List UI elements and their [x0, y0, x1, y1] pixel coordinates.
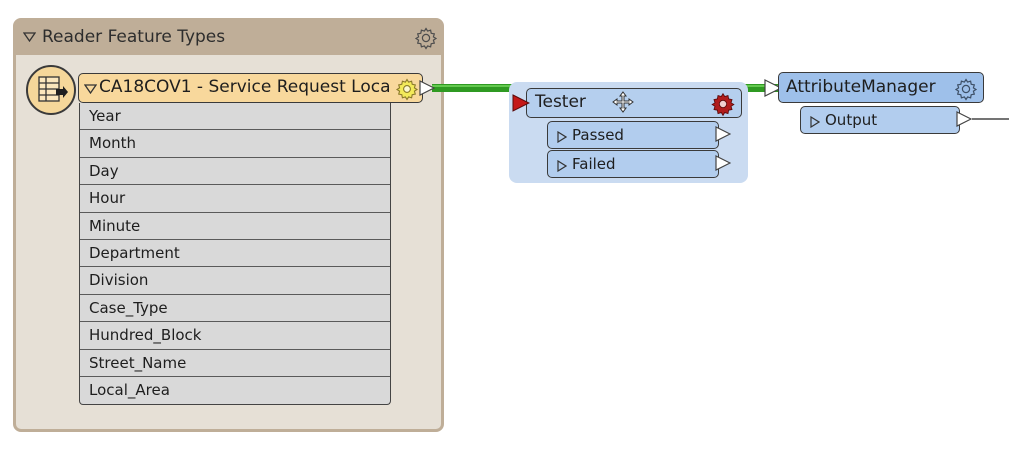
attributemanager-title: AttributeManager — [786, 77, 936, 97]
tester-failed-port[interactable]: Failed — [547, 150, 719, 178]
port-label-failed: Failed — [572, 155, 616, 173]
move-cursor-icon — [612, 91, 634, 113]
reader-feature-type-title: CA18COV1 - Service Request Loca — [99, 77, 391, 97]
expand-triangle-icon[interactable] — [557, 160, 567, 172]
attribute-row[interactable]: Local_Area — [89, 380, 170, 399]
expand-triangle-icon[interactable] — [557, 131, 567, 143]
collapse-triangle-icon[interactable] — [23, 32, 36, 42]
attribute-row[interactable]: Hundred_Block — [80, 322, 390, 350]
attribute-row[interactable]: Day — [80, 158, 390, 186]
gear-icon[interactable] — [414, 26, 438, 50]
gear-icon[interactable] — [954, 77, 978, 101]
output-arrow[interactable] — [956, 111, 972, 127]
bookmark-header[interactable]: Reader Feature Types — [16, 21, 441, 55]
tester-title: Tester — [535, 92, 586, 112]
attribute-row[interactable]: Case_Type — [80, 295, 390, 323]
tester-input-port[interactable] — [512, 94, 530, 112]
tester-passed-port[interactable]: Passed — [547, 121, 719, 149]
attribute-row[interactable]: Street_Name — [80, 350, 390, 377]
tester-transformer-header[interactable]: Tester — [526, 88, 742, 118]
attribute-row[interactable]: Minute — [80, 213, 390, 240]
attribute-row[interactable]: Department — [80, 240, 390, 268]
attributemanager-header[interactable]: AttributeManager — [778, 72, 984, 103]
port-label-output: Output — [825, 111, 878, 129]
attribute-row[interactable]: Hour — [80, 185, 390, 213]
attribute-row[interactable]: Year — [80, 103, 390, 131]
attribute-row[interactable]: Division — [80, 267, 390, 295]
reader-attribute-list: Year Month Day Hour Minute Department Di… — [79, 103, 391, 405]
failed-output-arrow[interactable] — [715, 155, 731, 171]
collapse-triangle-icon[interactable] — [84, 84, 97, 94]
gear-icon[interactable] — [395, 77, 419, 101]
port-label-passed: Passed — [572, 126, 624, 144]
reader-feature-type-header[interactable]: CA18COV1 - Service Request Loca — [78, 73, 423, 103]
attributemanager-output-port[interactable]: Output — [800, 106, 960, 134]
reader-output-port[interactable] — [419, 80, 435, 96]
table-reader-icon — [38, 76, 68, 102]
gear-icon[interactable] — [710, 91, 736, 117]
reader-badge[interactable] — [26, 65, 76, 115]
expand-triangle-icon[interactable] — [810, 116, 820, 128]
attributemanager-input-port[interactable] — [764, 79, 782, 97]
passed-output-arrow[interactable] — [715, 126, 731, 142]
attribute-row[interactable]: Month — [80, 130, 390, 158]
bookmark-title: Reader Feature Types — [42, 27, 226, 47]
